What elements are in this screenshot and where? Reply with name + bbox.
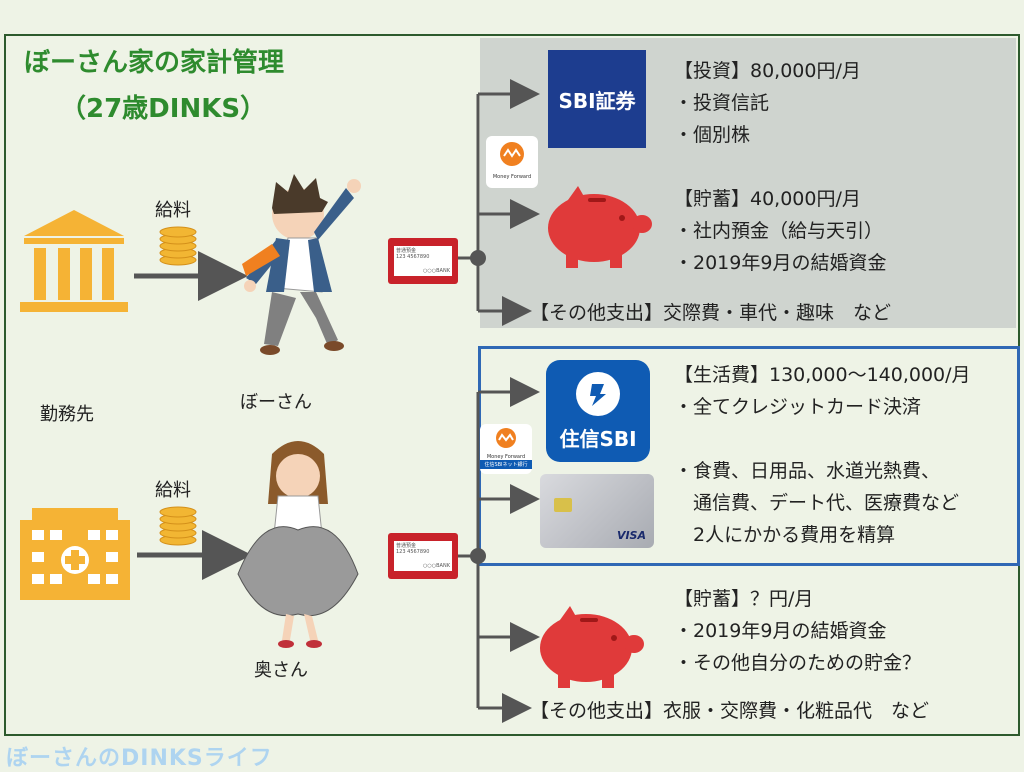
salary-label-1: 給料 <box>155 200 191 221</box>
coins-icon-1 <box>159 226 197 266</box>
living-item-4: 2人にかかる費用を精算 <box>674 524 896 546</box>
person-2-label: 奥さん <box>254 660 308 681</box>
savings-1-header: 【貯蓄】40,000円/月 <box>674 188 861 210</box>
piggy-bank-icon-1 <box>548 186 652 268</box>
page-subtitle: （27歳DINKS） <box>60 94 267 124</box>
husband-illustration <box>242 174 361 355</box>
wife-illustration <box>237 441 359 648</box>
other-expenses-1: 【その他支出】交際費・車代・趣味 など <box>530 302 892 324</box>
living-item-2: ・食費、日用品、水道光熱費、 <box>674 460 941 482</box>
savings-2-item-1: ・2019年9月の結婚資金 <box>674 620 887 642</box>
site-watermark: ぼーさんのDINKSライフ <box>6 746 273 771</box>
savings-2-item-2: ・その他自分のための貯金？ <box>674 652 922 674</box>
investment-item-2: ・個別株 <box>674 124 751 146</box>
living-header: 【生活費】130,000〜140,000/月 <box>674 364 971 386</box>
piggy-bank-icon-2 <box>540 606 644 688</box>
credit-card-image: VISA <box>540 474 654 548</box>
salary-label-2: 給料 <box>155 480 191 501</box>
workplace-building-icon <box>20 210 128 312</box>
other-expenses-2: 【その他支出】衣服・交際費・化粧品代 など <box>530 700 930 722</box>
page-title: ぼーさん家の家計管理 <box>24 48 285 78</box>
living-item-3: 通信費、デート代、医療費など <box>674 492 960 514</box>
investment-header: 【投資】80,000円/月 <box>674 60 861 82</box>
savings-1-item-2: ・2019年9月の結婚資金 <box>674 252 887 274</box>
savings-2-header: 【貯蓄】？円/月 <box>674 588 814 610</box>
coins-icon-2 <box>159 506 197 546</box>
sbi-securities-logo: SBI証券 <box>548 50 646 148</box>
living-item-1: ・全てクレジットカード決済 <box>674 396 922 418</box>
hospital-building-icon <box>20 508 130 600</box>
sumishin-sbi-logo: 住信SBI <box>546 360 650 462</box>
bank-card-1: 普通預金 123 4567890 ○○○BANK <box>388 238 458 284</box>
workplace-label: 勤務先 <box>40 404 94 425</box>
money-forward-logo-1: Money Forward <box>486 136 538 188</box>
person-1-label: ぼーさん <box>240 392 312 413</box>
bank-card-2: 普通預金 123 4567890 ○○○BANK <box>388 533 458 579</box>
savings-1-item-1: ・社内預金（給与天引） <box>674 220 884 242</box>
investment-item-1: ・投資信託 <box>674 92 770 114</box>
money-forward-bank-logo: Money Forward 住信SBIネット銀行 <box>480 424 532 474</box>
